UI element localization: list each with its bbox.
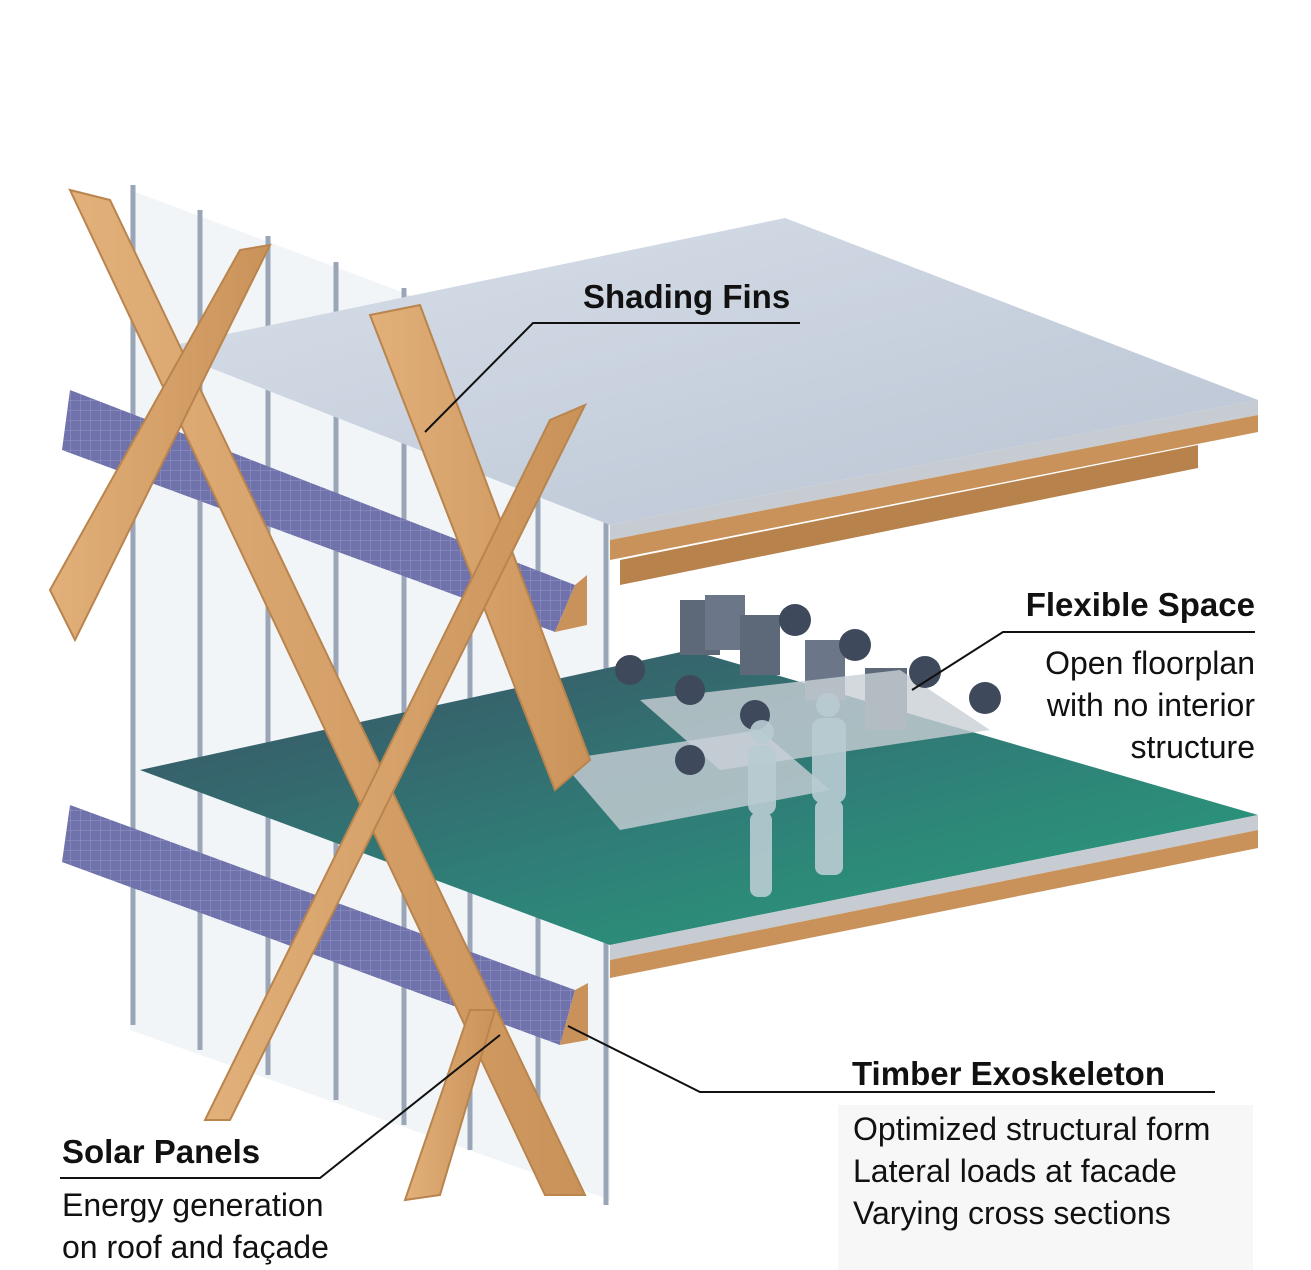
timber-line-1: Optimized structural form <box>853 1111 1211 1147</box>
timber-desc-background <box>838 1105 1253 1270</box>
label-shading-fins-title: Shading Fins <box>583 278 791 315</box>
office-furniture <box>560 595 1001 830</box>
timber-line-2: Lateral loads at facade <box>853 1153 1177 1189</box>
leader-shading-fins <box>424 322 800 433</box>
flexible-space-line-3: structure <box>1130 729 1255 765</box>
leader-lines <box>60 322 1255 1179</box>
label-flexible-space-desc: Open floorplan with no interior structur… <box>1045 642 1255 768</box>
label-timber-exoskeleton-desc: Optimized structural form Lateral loads … <box>853 1108 1210 1234</box>
people-figures <box>748 693 846 897</box>
label-flexible-space-title: Flexible Space <box>1025 586 1255 623</box>
flexible-space-line-2: with no interior <box>1046 687 1255 723</box>
leader-solar-panels <box>60 1034 501 1179</box>
solar-line-1: Energy generation <box>62 1187 324 1223</box>
timber-line-3: Varying cross sections <box>853 1195 1171 1231</box>
solar-panel-band-upper <box>62 390 587 632</box>
label-solar-panels-desc: Energy generation on roof and façade <box>62 1184 329 1268</box>
label-timber-exoskeleton-title: Timber Exoskeleton <box>852 1055 1166 1092</box>
timber-exoskeleton <box>48 188 592 1202</box>
flexible-space-line-1: Open floorplan <box>1045 645 1255 681</box>
label-solar-panels-title: Solar Panels <box>62 1133 261 1170</box>
leader-flexible-space <box>911 631 1255 691</box>
leader-timber-exoskeleton <box>567 1025 1215 1093</box>
solar-line-2: on roof and façade <box>62 1229 329 1265</box>
